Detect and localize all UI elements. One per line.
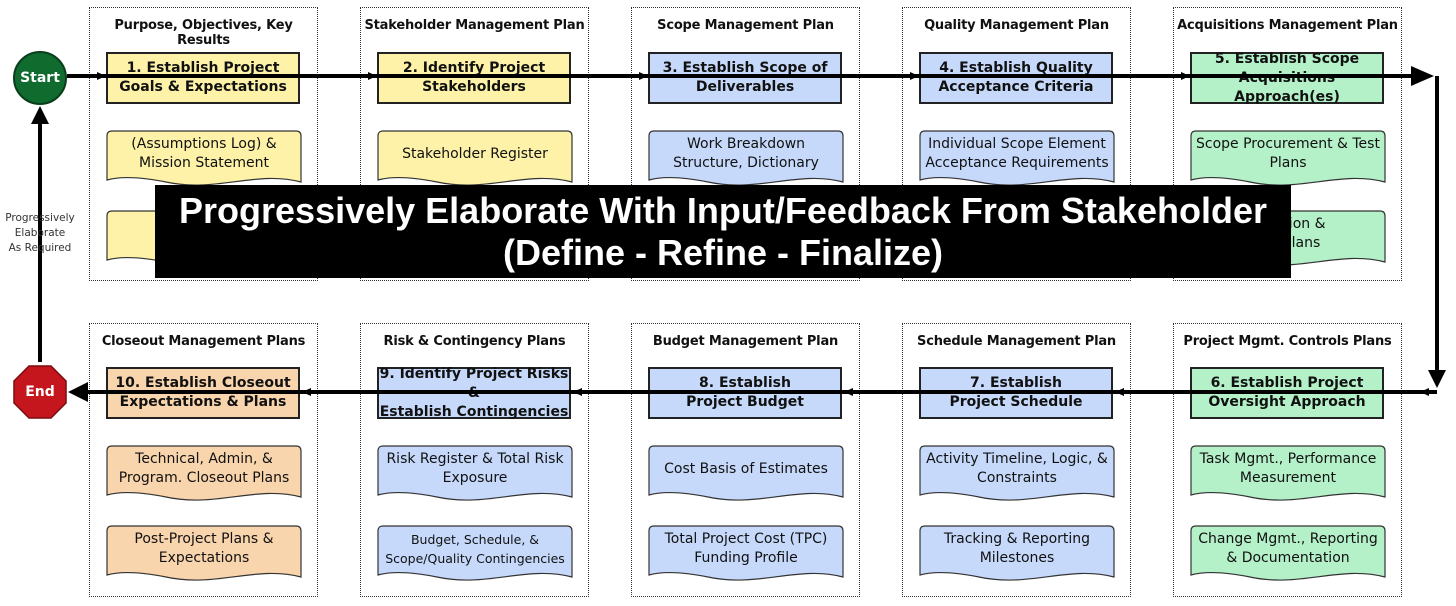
- document-wbs[interactable]: Work Breakdown Structure, Dictionary: [648, 130, 844, 186]
- document-label: Budget, Schedule, & Scope/Quality Contin…: [385, 532, 565, 566]
- arrow-into-panel-3: [639, 72, 648, 80]
- document-shape-icon: [1190, 445, 1386, 501]
- document-shape-icon: [919, 525, 1115, 581]
- arrow-into-panel-6: [1420, 388, 1429, 396]
- arrow-into-panel-9: [573, 388, 582, 396]
- document-post-project-plans[interactable]: Post-Project Plans & Expectations: [106, 525, 302, 581]
- panel-title: Budget Management Plan: [652, 334, 839, 349]
- document-contingencies[interactable]: Budget, Schedule, & Scope/Quality Contin…: [377, 525, 573, 581]
- arrow-into-panel-7: [1115, 388, 1124, 396]
- arrow-into-panel-10: [302, 388, 311, 396]
- banner-line-2: (Define - Refine - Finalize): [502, 232, 944, 273]
- document-label: Risk Register & Total Risk Exposure: [386, 451, 564, 486]
- document-activity-timeline[interactable]: Activity Timeline, Logic, & Constraints: [919, 445, 1115, 501]
- document-shape-icon: [106, 445, 302, 501]
- panel-schedule-management: Schedule Management Plan 7. Establish Pr…: [902, 323, 1131, 597]
- document-label: Scope Procurement & Test Plans: [1196, 136, 1380, 171]
- document-label: Individual Scope Element Acceptance Requ…: [925, 136, 1109, 171]
- document-shape-icon: [1190, 130, 1386, 186]
- document-label: Post-Project Plans & Expectations: [134, 531, 274, 566]
- document-label: Total Project Cost (TPC) Funding Profile: [664, 531, 828, 566]
- progressive-elaboration-note: Progressively Elaborate As Required: [5, 212, 75, 254]
- document-funding-profile[interactable]: Total Project Cost (TPC) Funding Profile: [648, 525, 844, 581]
- panel-title: Scope Management Plan: [657, 18, 834, 33]
- document-shape-icon: [377, 525, 573, 581]
- arrow-into-panel-8: [844, 388, 853, 396]
- document-change-management[interactable]: Change Mgmt., Reporting & Documentation: [1190, 525, 1386, 581]
- panel-title: Purpose, Objectives, Key Results: [114, 18, 293, 48]
- document-task-management[interactable]: Task Mgmt., Performance Measurement: [1190, 445, 1386, 501]
- panel-title: Quality Management Plan: [924, 18, 1109, 33]
- panel-title: Project Mgmt. Controls Plans: [1183, 334, 1392, 349]
- document-shape-icon: [377, 130, 573, 186]
- document-label: Task Mgmt., Performance Measurement: [1199, 451, 1377, 486]
- step-4-box[interactable]: 4. Establish Quality Acceptance Criteria: [919, 52, 1113, 104]
- document-shape-icon: [648, 525, 844, 581]
- document-cost-basis[interactable]: Cost Basis of Estimates: [648, 445, 844, 501]
- document-stakeholder-register[interactable]: Stakeholder Register: [377, 130, 573, 186]
- right-vertical-arrowhead: [1428, 370, 1446, 388]
- document-scope-procurement[interactable]: Scope Procurement & Test Plans: [1190, 130, 1386, 186]
- panel-title: Stakeholder Management Plan: [364, 18, 585, 33]
- document-label: Activity Timeline, Logic, & Constraints: [926, 451, 1108, 486]
- document-label: Change Mgmt., Reporting & Documentation: [1198, 531, 1378, 566]
- document-shape-icon: [648, 130, 844, 186]
- document-shape-icon: [919, 445, 1115, 501]
- document-assumptions-log[interactable]: (Assumptions Log) & Mission Statement: [106, 130, 302, 186]
- banner-line-1: Progressively Elaborate With Input/Feedb…: [179, 190, 1267, 231]
- left-vertical-arrowhead: [31, 106, 49, 124]
- document-label: (Assumptions Log) & Mission Statement: [131, 136, 277, 171]
- document-acceptance-requirements[interactable]: Individual Scope Element Acceptance Requ…: [919, 130, 1115, 186]
- panel-title: Acquisitions Management Plan: [1177, 18, 1398, 33]
- arrow-into-panel-5: [1181, 72, 1190, 80]
- document-label: Work Breakdown Structure, Dictionary: [673, 136, 819, 171]
- document-shape-icon: [377, 445, 573, 501]
- arrow-into-panel-4: [910, 72, 919, 80]
- top-flow-arrowhead: [1411, 66, 1434, 86]
- document-shape-icon: [106, 525, 302, 581]
- arrow-into-panel-1: [97, 72, 106, 80]
- document-label: Technical, Admin, & Program. Closeout Pl…: [118, 451, 290, 486]
- end-node[interactable]: End: [13, 365, 67, 419]
- document-label: Cost Basis of Estimates: [664, 460, 828, 477]
- document-shape-icon: [106, 130, 302, 186]
- stop-sign-icon: [13, 365, 67, 419]
- start-label: Start: [20, 70, 60, 86]
- bottom-flow-arrowhead: [68, 382, 88, 402]
- document-closeout-plans[interactable]: Technical, Admin, & Program. Closeout Pl…: [106, 445, 302, 501]
- document-risk-register[interactable]: Risk Register & Total Risk Exposure: [377, 445, 573, 501]
- overlay-banner: Progressively Elaborate With Input/Feedb…: [155, 185, 1291, 278]
- arrow-into-panel-2: [368, 72, 377, 80]
- panel-title: Schedule Management Plan: [917, 334, 1116, 349]
- start-node[interactable]: Start: [13, 51, 67, 105]
- document-label: Stakeholder Register: [402, 145, 548, 162]
- document-shape-icon: [648, 445, 844, 501]
- end-label: End: [25, 384, 55, 400]
- document-label: Tracking & Reporting Milestones: [943, 531, 1091, 566]
- document-milestones[interactable]: Tracking & Reporting Milestones: [919, 525, 1115, 581]
- panel-title: Closeout Management Plans: [101, 334, 306, 349]
- panel-title: Risk & Contingency Plans: [383, 334, 566, 349]
- document-shape-icon: [1190, 525, 1386, 581]
- document-shape-icon: [919, 130, 1115, 186]
